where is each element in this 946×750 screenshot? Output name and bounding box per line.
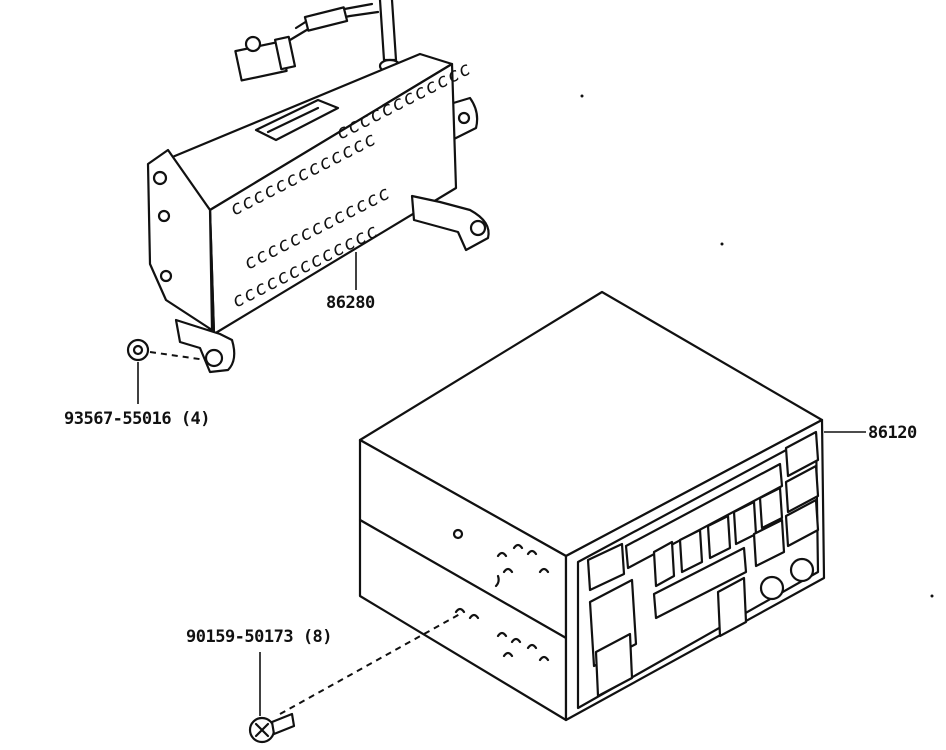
label-86280: 86280 (326, 293, 375, 313)
left-bracket (146, 148, 214, 332)
radio-unit (358, 290, 826, 722)
preset-button-3[interactable] (706, 514, 732, 560)
mode-button-mid[interactable] (784, 464, 820, 514)
preset-button-1[interactable] (652, 540, 676, 588)
label-plate (254, 98, 340, 142)
mode-button-low[interactable] (784, 498, 820, 548)
right-mounting-ear (448, 96, 479, 142)
antenna-rod (378, 0, 398, 62)
amplifier-unit: cccccccccccc ccccccccccccc ccccccccccccc… (146, 0, 490, 374)
power-button[interactable] (586, 542, 626, 592)
label-90159: 90159-50173 (8) (186, 627, 332, 647)
preset-button-5[interactable] (758, 486, 784, 530)
label-93567: 93567-55016 (4) (64, 409, 210, 429)
nut-install-path (149, 351, 207, 361)
knob-right[interactable] (789, 557, 815, 583)
tuning-panel-lower (594, 632, 634, 698)
display-window (652, 546, 748, 620)
left-foot-bracket (174, 318, 236, 374)
cassette-slot[interactable] (624, 462, 784, 570)
screw-install-path (279, 613, 461, 715)
label-86120: 86120 (868, 423, 917, 443)
knob-left[interactable] (759, 575, 785, 601)
eject-button[interactable] (752, 518, 786, 568)
screw (248, 712, 296, 744)
right-foot-bracket (410, 194, 490, 252)
nut (126, 338, 150, 362)
volume-slider[interactable] (716, 576, 748, 638)
preset-button-2[interactable] (678, 528, 704, 574)
mode-button-top[interactable] (784, 430, 820, 478)
connector-plug (234, 35, 297, 82)
